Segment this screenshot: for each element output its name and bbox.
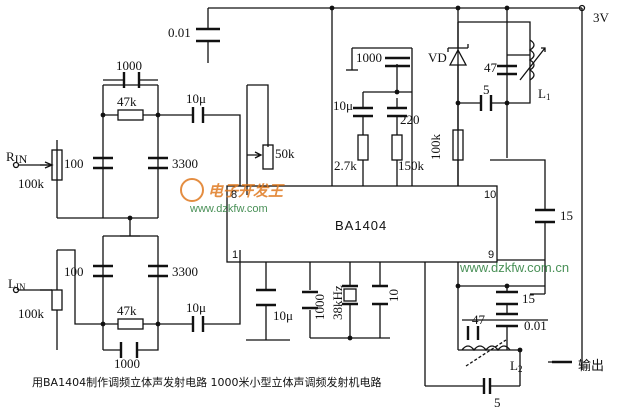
label-vd: VD (428, 50, 447, 65)
label-47k-bottom: 47k (117, 303, 137, 318)
watermark-url-1: www.dzkfw.com (189, 203, 268, 215)
junctions (100, 5, 523, 353)
cap-5-top (479, 95, 493, 111)
varactor-vd (447, 44, 469, 66)
label-rin: RIN (6, 149, 28, 166)
label-xtal-38khz: 38kHz (330, 285, 345, 320)
cap-15-right (535, 208, 555, 224)
label-c47-tank: 47 (484, 60, 498, 75)
rin-terminal (12, 161, 20, 169)
resistor-47k-top (117, 109, 144, 121)
cap-100-top (93, 156, 113, 170)
label-c5-bottom: 5 (494, 395, 501, 410)
watermark: 电子开发王 www.dzkfw.com www.dzkfw.com.cn (180, 178, 569, 275)
cap-1000-top (122, 72, 141, 88)
vcc-terminal (578, 4, 586, 12)
wires (18, 7, 583, 387)
label-output: 输出 (578, 358, 604, 373)
label-c100-bottom: 100 (64, 264, 84, 279)
labels: 0.01 3V 1000 47k 10μ RIN 100k 100 3300 5… (6, 10, 610, 410)
label-c1000-top: 1000 (116, 58, 142, 73)
label-100k-lin: 100k (18, 306, 45, 321)
label-r2k7: 2.7k (334, 158, 357, 173)
label-l1: L1 (538, 86, 550, 102)
pot-lin (51, 289, 63, 311)
label-pin-8: 8 (231, 189, 237, 201)
cap-100-bottom (93, 264, 113, 278)
label-c15-bottom: 15 (522, 291, 535, 306)
label-pin-10: 10 (484, 189, 496, 201)
crystal-38khz (343, 288, 357, 302)
cap-15-bottom (496, 290, 518, 306)
label-10u-top: 10μ (186, 91, 206, 106)
label-pin-1: 1 (232, 249, 238, 261)
label-c10u-mid: 10μ (333, 98, 353, 113)
cap-10u-top (191, 107, 205, 123)
label-c001: 0.01 (168, 25, 191, 40)
label-47k-top: 47k (117, 94, 137, 109)
label-100k-rin: 100k (18, 176, 45, 191)
label-3v: 3V (593, 10, 610, 25)
cap-1000-chip (302, 290, 318, 310)
label-c5-top: 5 (483, 82, 490, 97)
label-c220: 220 (400, 112, 420, 127)
cap-0.01 (196, 27, 220, 43)
label-c1000-chip: 1000 (312, 294, 327, 320)
cap-1000-bottom (119, 342, 139, 358)
cap-0.01-bottom (496, 312, 518, 328)
label-c1000-bottom: 1000 (114, 356, 140, 371)
label-r100k-vert: 100k (428, 134, 443, 161)
cap-1000-mid (385, 56, 410, 68)
cap-10u-bottom (191, 316, 205, 332)
resistor-100k (452, 129, 464, 161)
resistor-47k-bottom (117, 318, 144, 330)
resistor-2.7k (357, 134, 369, 161)
label-pot-50k: 50k (275, 146, 295, 161)
cap-47-bottom (466, 326, 480, 340)
cap-47-tank (497, 64, 517, 76)
label-c10u-bottom: 10μ (186, 300, 206, 315)
figure-caption: 用BA1404制作调频立体声发射电路 1000米小型立体声调频发射机电路 (32, 375, 382, 389)
label-lin: LIN (8, 276, 26, 292)
label-c001-bottom: 0.01 (524, 318, 547, 333)
watermark-title: 电子开发王 (208, 182, 285, 200)
cap-3300-top (148, 156, 168, 170)
cap-220 (387, 106, 407, 118)
cap-10u-chip (256, 288, 276, 307)
resistor-150k (391, 134, 403, 161)
label-l2: L2 (510, 358, 522, 374)
label-c1000-mid: 1000 (356, 50, 382, 65)
label-c3300-top: 3300 (172, 156, 198, 171)
inductor-l2 (461, 345, 511, 352)
lin-terminal (12, 286, 20, 294)
label-c10u-chip: 10μ (273, 308, 293, 323)
components (12, 4, 586, 394)
watermark-logo-icon (180, 178, 204, 202)
cap-10-chip (372, 284, 388, 306)
inductor-l1 (528, 39, 535, 81)
label-c47-bottom: 47 (472, 312, 486, 327)
label-c10-chip: 10 (386, 289, 401, 302)
label-r150k: 150k (398, 158, 425, 173)
chip-label-ba1404: BA1404 (335, 218, 387, 233)
label-c15-right: 15 (560, 208, 573, 223)
label-c100-top: 100 (64, 156, 84, 171)
cap-10u-mid (353, 106, 373, 118)
cap-5-bottom (482, 378, 492, 394)
pot-50k (262, 144, 274, 170)
watermark-url-2: www.dzkfw.com.cn (459, 260, 569, 275)
label-c3300-bottom: 3300 (172, 264, 198, 279)
cap-3300-bottom (148, 264, 168, 278)
label-pin-9: 9 (488, 249, 494, 261)
